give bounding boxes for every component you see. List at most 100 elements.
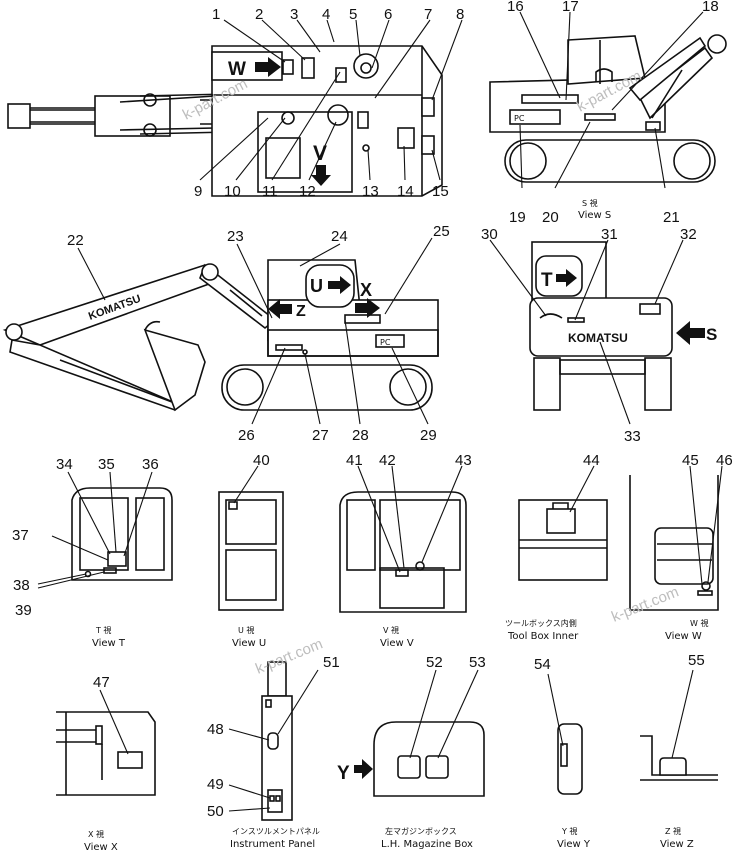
view-x-caption: View X (84, 842, 118, 852)
komatsu-rear-logo: KOMATSU (568, 331, 628, 345)
callout-32: 32 (680, 226, 697, 243)
view-v-arrow-icon (311, 165, 331, 186)
callout-23: 23 (227, 228, 244, 245)
callout-29: 29 (420, 427, 437, 444)
view-s-caption-jp: S 視 (582, 199, 598, 208)
instrument-panel-caption: Instrument Panel (230, 839, 315, 850)
view-u-letter: U (310, 276, 323, 296)
detail-view-u: 40 U 視 View U (218, 452, 284, 649)
view-t-caption: View T (92, 638, 126, 649)
view-x-arrow-icon (355, 298, 380, 318)
callout-19: 19 (509, 209, 526, 226)
view-s-callouts: 16 17 18 19 20 21 S 視 View S (507, 0, 719, 226)
detail-view-t: 34 35 36 37 38 39 T 視 View T (12, 456, 173, 649)
callout-50: 50 (207, 803, 224, 820)
callout-13: 13 (362, 183, 379, 200)
callout-27: 27 (312, 427, 329, 444)
callout-11: 11 (262, 183, 278, 200)
view-y-caption: View Y (557, 839, 591, 850)
callout-26: 26 (238, 427, 255, 444)
view-t-caption-jp: T 視 (95, 626, 111, 635)
view-z-caption: View Z (660, 839, 694, 850)
callout-20: 20 (542, 209, 559, 226)
callout-14: 14 (397, 183, 414, 200)
callout-36: 36 (142, 456, 159, 473)
view-z-arrow-icon (268, 299, 292, 319)
pc-plate-s: PC (514, 114, 525, 123)
callout-8: 8 (456, 6, 464, 23)
instrument-panel-caption-jp: インスツルメントパネル (232, 827, 320, 836)
magazine-box-caption: L.H. Magazine Box (381, 839, 473, 850)
callout-5: 5 (349, 6, 357, 23)
view-y-arrow-icon (354, 759, 373, 779)
callout-17: 17 (562, 0, 579, 15)
pc-plate-main: PC (380, 338, 391, 347)
watermark-3: k-part.com (609, 583, 681, 625)
view-w-letter: W (228, 59, 246, 80)
view-y-letter: Y (337, 763, 350, 784)
callout-30: 30 (481, 226, 498, 243)
callout-43: 43 (455, 452, 472, 469)
callout-4: 4 (322, 6, 330, 23)
view-s-arrow-icon (676, 321, 705, 345)
callout-31: 31 (601, 226, 618, 243)
callout-54: 54 (534, 656, 551, 673)
callout-28: 28 (352, 427, 369, 444)
detail-instrument-panel: 48 49 50 51 インスツルメントパネル Instrument Panel (207, 654, 340, 850)
detail-tool-box: 44 ツールボックス内側 Tool Box Inner (505, 452, 608, 642)
view-w-caption: View W (665, 631, 702, 642)
callout-18: 18 (702, 0, 719, 15)
main-side-callouts: 22 23 24 25 26 27 28 29 (67, 223, 450, 444)
view-t-arrow-icon (556, 269, 577, 287)
callout-1: 1 (212, 6, 220, 23)
detail-view-x: 47 X 視 View X (56, 674, 156, 852)
callout-52: 52 (426, 654, 443, 671)
callout-9: 9 (194, 183, 202, 200)
callout-35: 35 (98, 456, 115, 473)
callout-38: 38 (13, 577, 30, 594)
tool-box-caption-jp: ツールボックス内側 (505, 618, 577, 628)
callout-34: 34 (56, 456, 73, 473)
rear-view: T KOMATSU S (529, 241, 717, 411)
callout-22: 22 (67, 232, 84, 249)
callout-16: 16 (507, 0, 524, 15)
view-s-caption: View S (578, 210, 611, 221)
callout-2: 2 (255, 6, 263, 23)
callout-42: 42 (379, 452, 396, 469)
view-x-letter: X (360, 280, 372, 300)
callout-37: 37 (12, 527, 29, 544)
top-view-callouts: 1 2 3 4 5 6 7 8 9 10 11 12 13 14 15 (194, 6, 464, 200)
callout-53: 53 (469, 654, 486, 671)
callout-47: 47 (93, 674, 110, 691)
callout-49: 49 (207, 776, 224, 793)
callout-44: 44 (583, 452, 600, 469)
view-z-letter: Z (296, 303, 306, 320)
detail-view-v: 41 42 43 V 視 View V (339, 452, 472, 649)
detail-magazine-box: Y 52 53 左マガジンボックス L.H. Magazine Box (337, 654, 486, 850)
main-side-view: KOMATSU PC U X Z (2, 259, 439, 412)
callout-48: 48 (207, 721, 224, 738)
callout-51: 51 (323, 654, 340, 671)
callout-40: 40 (253, 452, 270, 469)
view-x-caption-jp: X 視 (88, 830, 104, 839)
detail-view-y: 54 Y 視 View Y (534, 656, 591, 850)
view-w-arrow-icon (255, 57, 281, 77)
callout-45: 45 (682, 452, 699, 469)
magazine-box-caption-jp: 左マガジンボックス (385, 826, 457, 836)
callout-39: 39 (15, 602, 32, 619)
side-view-s: PC (489, 34, 727, 183)
view-s-letter: S (706, 325, 717, 344)
view-t-letter: T (541, 270, 553, 291)
view-v-caption: View V (380, 638, 414, 649)
callout-21: 21 (663, 209, 680, 226)
callout-10: 10 (224, 183, 241, 200)
callout-41: 41 (346, 452, 363, 469)
callout-25: 25 (433, 223, 450, 240)
callout-7: 7 (424, 6, 432, 23)
view-u-caption: View U (232, 638, 266, 649)
callout-55: 55 (688, 652, 705, 669)
detail-view-w: 45 46 W 視 View W (629, 452, 733, 642)
top-view: W V (7, 45, 443, 197)
tool-box-caption: Tool Box Inner (507, 631, 579, 642)
